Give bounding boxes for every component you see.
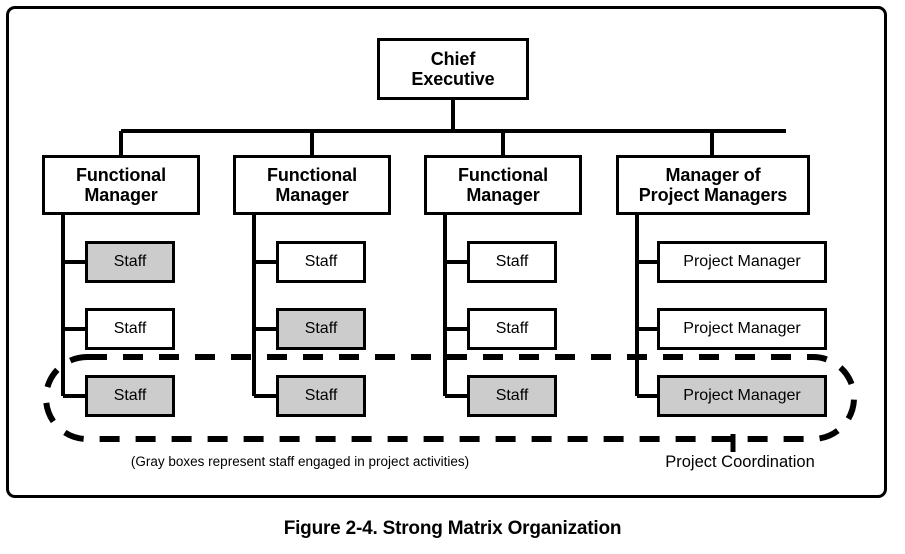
node-label: Functional Manager	[76, 164, 166, 205]
node-label: Staff	[304, 320, 338, 338]
node-label: Staff	[113, 253, 147, 271]
node-staff-c3-r2[interactable]: Staff	[467, 308, 557, 350]
node-functional-manager-1[interactable]: Functional Manager	[42, 155, 200, 215]
project-coordination-label: Project Coordination	[665, 453, 815, 471]
legend-note: (Gray boxes represent staff engaged in p…	[130, 454, 470, 469]
node-project-manager-c4-r3[interactable]: Project Manager	[657, 375, 827, 417]
node-label: Functional Manager	[267, 164, 357, 205]
node-label: Project Manager	[683, 387, 801, 405]
node-label: Staff	[304, 387, 338, 405]
node-staff-c2-r2[interactable]: Staff	[276, 308, 366, 350]
node-staff-c2-r1[interactable]: Staff	[276, 241, 366, 283]
node-staff-c2-r3[interactable]: Staff	[276, 375, 366, 417]
node-label: Staff	[495, 253, 529, 271]
figure-caption: Figure 2-4. Strong Matrix Organization	[283, 518, 622, 539]
node-label: Staff	[495, 387, 529, 405]
node-staff-c3-r3[interactable]: Staff	[467, 375, 557, 417]
node-label: Staff	[113, 320, 147, 338]
node-label: Project Manager	[683, 253, 801, 271]
node-label: Staff	[304, 253, 338, 271]
node-project-manager-c4-r1[interactable]: Project Manager	[657, 241, 827, 283]
node-label: Chief Executive	[411, 48, 495, 89]
node-functional-manager-2[interactable]: Functional Manager	[233, 155, 391, 215]
node-label: Staff	[113, 387, 147, 405]
node-label: Project Manager	[683, 320, 801, 338]
node-staff-c1-r3[interactable]: Staff	[85, 375, 175, 417]
node-label: Functional Manager	[458, 164, 548, 205]
node-chief-executive[interactable]: Chief Executive	[377, 38, 529, 100]
node-label: Staff	[495, 320, 529, 338]
node-staff-c1-r1[interactable]: Staff	[85, 241, 175, 283]
node-staff-c3-r1[interactable]: Staff	[467, 241, 557, 283]
node-functional-manager-3[interactable]: Functional Manager	[424, 155, 582, 215]
node-project-manager-c4-r2[interactable]: Project Manager	[657, 308, 827, 350]
node-label: Manager of Project Managers	[638, 164, 788, 205]
node-manager-of-project-managers[interactable]: Manager of Project Managers	[616, 155, 810, 215]
node-staff-c1-r2[interactable]: Staff	[85, 308, 175, 350]
